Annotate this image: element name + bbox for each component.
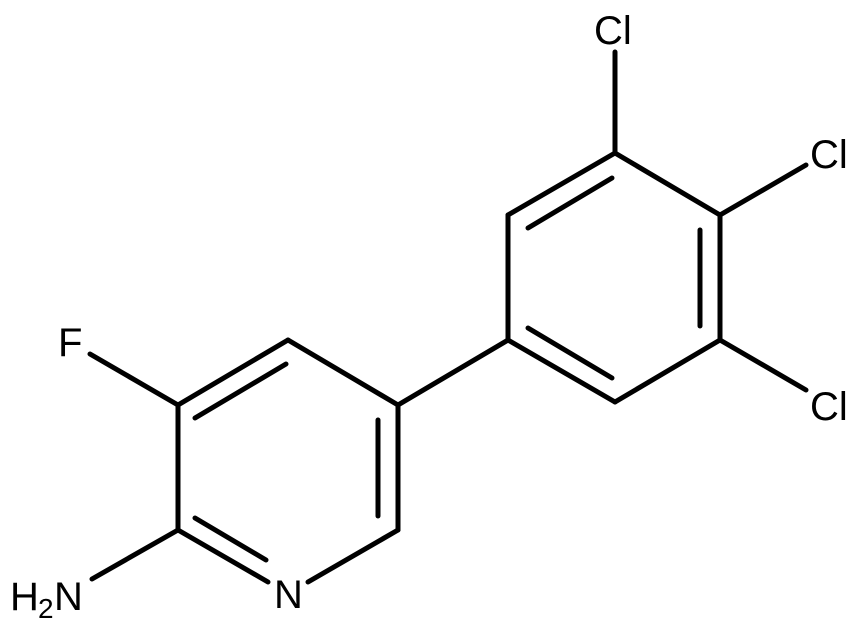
atom-label-nh2-h: H — [10, 575, 39, 619]
bond-c4-c5 — [285, 337, 401, 408]
atom-label-nh2-n: N — [54, 575, 83, 619]
atom-label-f: F — [58, 321, 82, 365]
bond-p6-p1 — [505, 337, 618, 405]
atom-label-nh2: H 2 N — [10, 575, 83, 624]
bond-c3-c4-inner — [192, 361, 289, 421]
bond-n1-c2 — [175, 527, 271, 585]
pyridine-ring — [175, 337, 401, 585]
bond-c3-c4 — [175, 337, 291, 408]
atom-label-cl-bottom: Cl — [810, 385, 848, 429]
bond-c3-f — [87, 351, 181, 408]
bond-p6-p1-inner — [525, 325, 615, 381]
bond-p2-p3 — [505, 150, 618, 218]
bond-p3-p4 — [612, 150, 723, 218]
bond-c2-nh2 — [89, 527, 181, 582]
bond-p2-p3-inner — [525, 175, 615, 231]
atom-label-cl-mid: Cl — [810, 133, 848, 177]
bond-c6-n1 — [305, 527, 401, 585]
bond-p4-cl — [717, 162, 809, 218]
bond-p5-cl — [717, 337, 809, 393]
atom-label-nh2-subscript: 2 — [38, 593, 54, 624]
atom-label-cl-top: Cl — [594, 9, 632, 53]
atom-label-n-ring: N — [274, 573, 303, 617]
bond-n1-c2-inner — [192, 515, 269, 563]
bond-biaryl — [395, 337, 511, 408]
bond-p5-p6 — [612, 337, 723, 405]
phenyl-ring — [505, 150, 723, 405]
